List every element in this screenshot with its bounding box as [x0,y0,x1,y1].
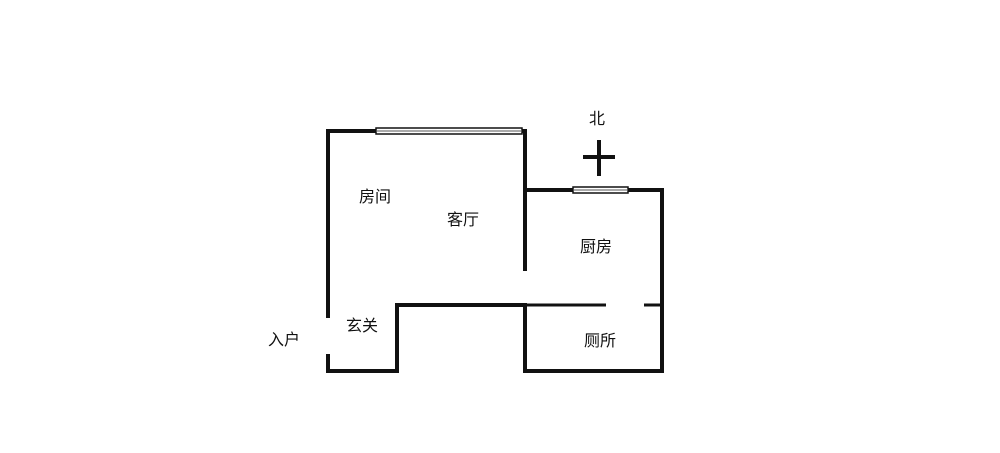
north-label: 北 [589,109,605,128]
kitchen-toilet-walls [523,188,664,373]
room-label-bedroom: 房间 [359,187,391,206]
room-label-living: 客厅 [447,210,479,229]
north-arrow-icon [583,140,615,176]
room-label-foyer: 玄关 [346,316,378,335]
window-top [375,127,523,135]
room-label-toilet: 厕所 [584,331,616,350]
entrance-label: 入户 [268,330,300,349]
main-unit-walls [326,129,527,373]
room-label-kitchen: 厨房 [580,237,612,256]
window-kitchen [572,186,629,194]
